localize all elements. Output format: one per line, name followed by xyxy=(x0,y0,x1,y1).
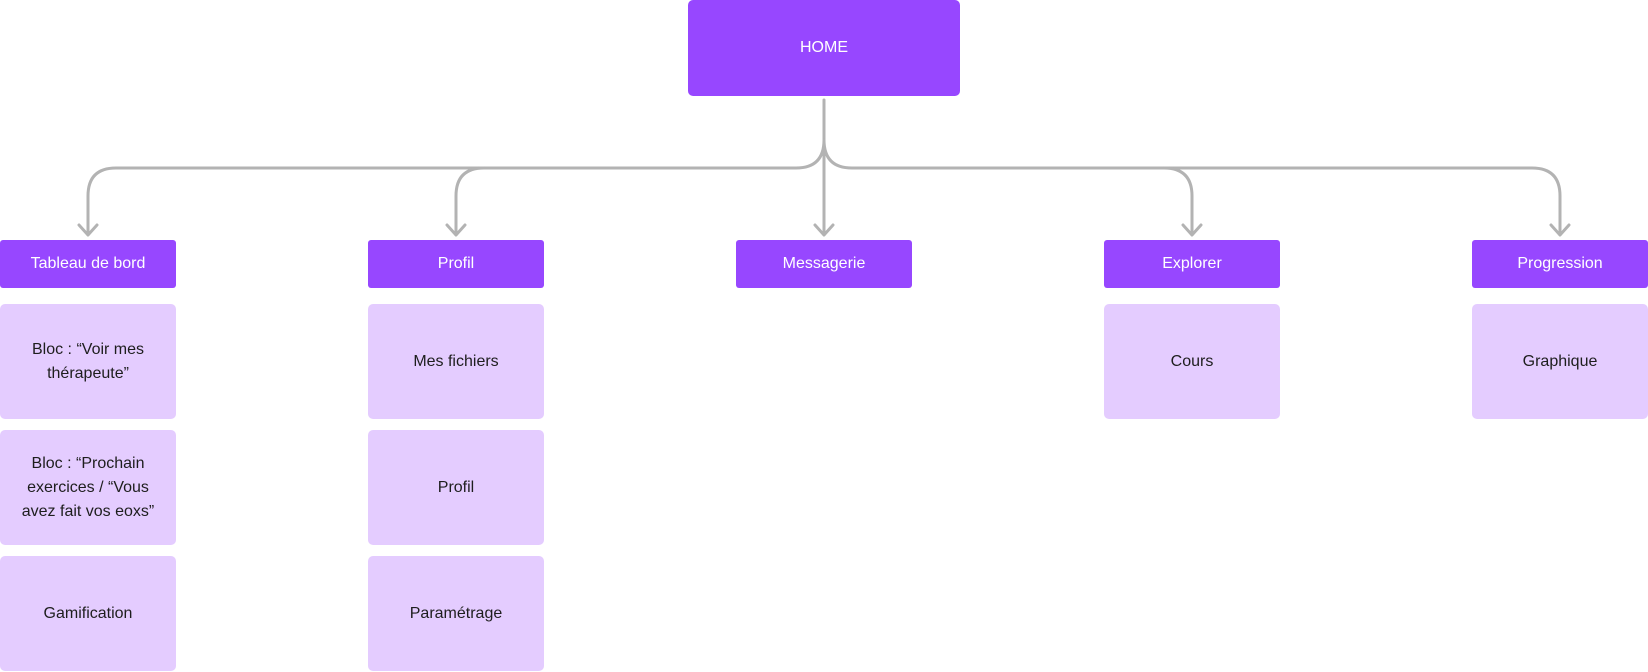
connector-profil xyxy=(454,166,486,236)
connector-explorer xyxy=(1162,166,1194,236)
category-tableau-de-bord: Tableau de bord xyxy=(0,240,176,288)
item-graphique: Graphique xyxy=(1472,304,1648,419)
category-progression: Progression xyxy=(1472,240,1648,288)
arrowhead-explorer xyxy=(1181,223,1203,237)
arrowhead-progression xyxy=(1549,223,1571,237)
category-messagerie: Messagerie xyxy=(736,240,912,288)
connector-progression xyxy=(822,138,1562,236)
connector-tableau-de-bord xyxy=(86,138,826,236)
category-profil: Profil xyxy=(368,240,544,288)
item-mes-fichiers: Mes fichiers xyxy=(368,304,544,419)
arrowhead-messagerie xyxy=(813,223,835,237)
arrowhead-tableau-de-bord xyxy=(77,223,99,237)
category-explorer: Explorer xyxy=(1104,240,1280,288)
item-voir-mes-therapeute: Bloc : “Voir mes thérapeute” xyxy=(0,304,176,419)
arrowhead-profil xyxy=(445,223,467,237)
item-profil: Profil xyxy=(368,430,544,545)
home-node: HOME xyxy=(688,0,960,96)
item-prochain-exercices: Bloc : “Prochain exercices / “Vous avez … xyxy=(0,430,176,545)
item-gamification: Gamification xyxy=(0,556,176,671)
item-cours: Cours xyxy=(1104,304,1280,419)
item-parametrage: Paramétrage xyxy=(368,556,544,671)
